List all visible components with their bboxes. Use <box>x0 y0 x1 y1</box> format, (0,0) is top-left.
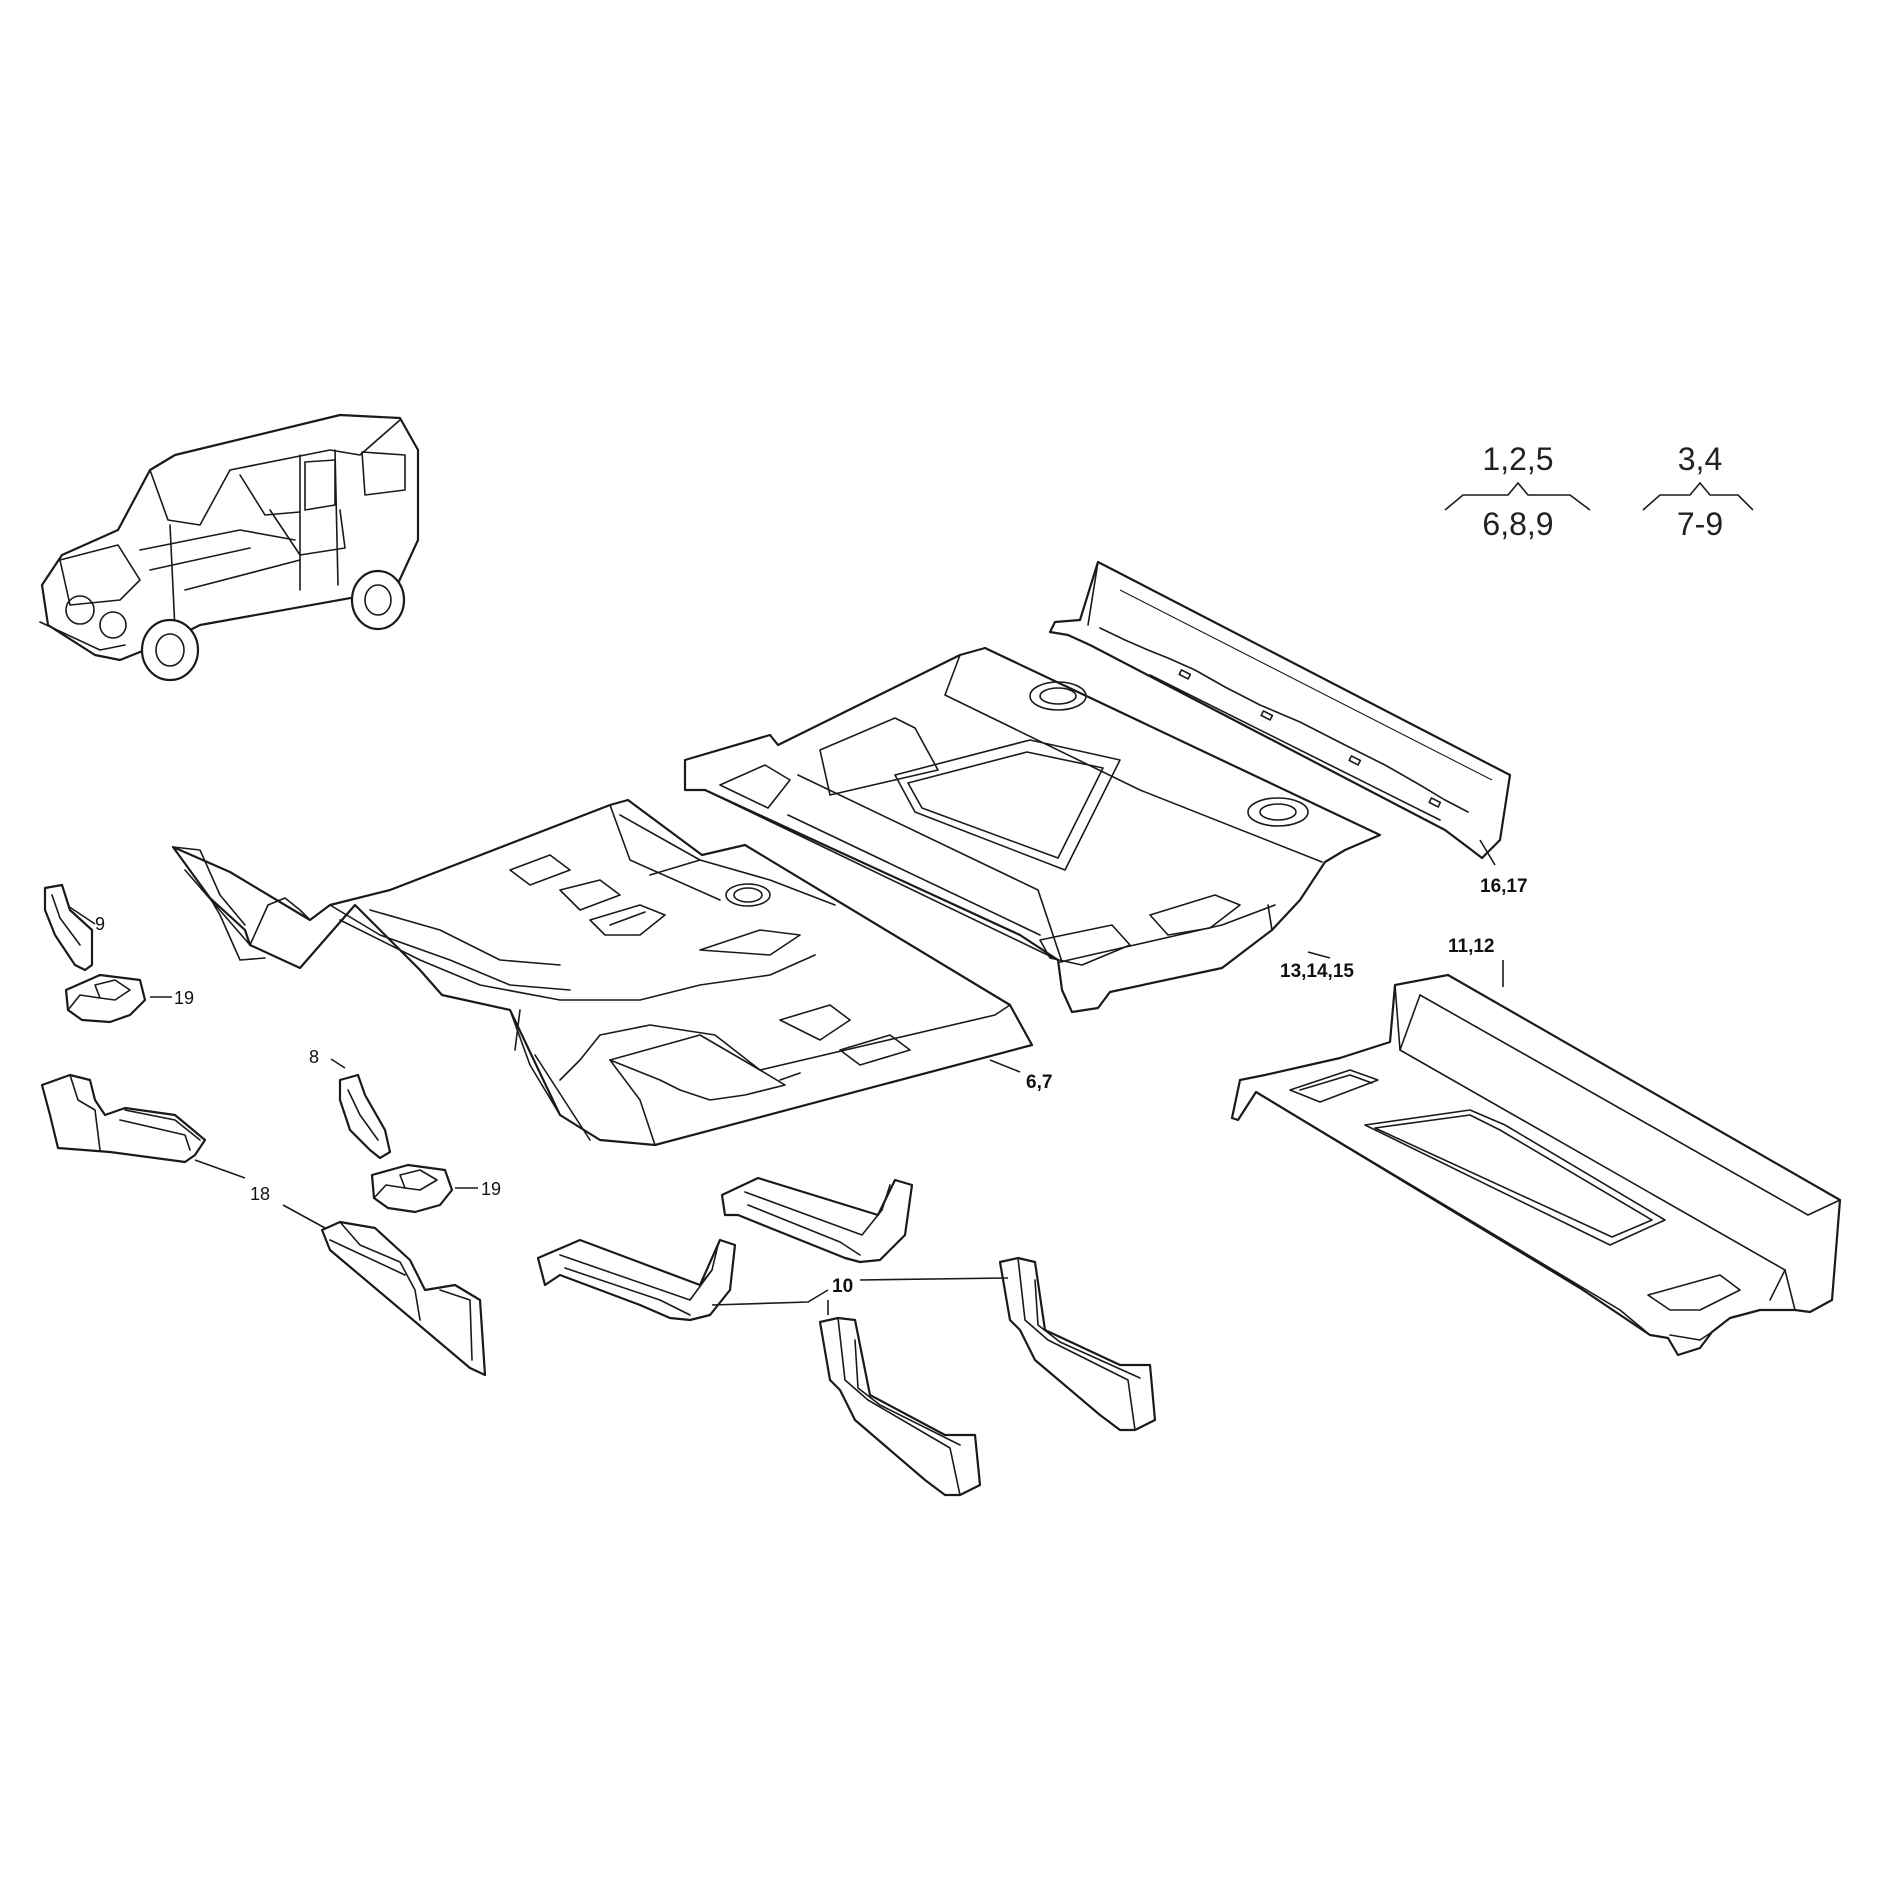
floor-bracket-part-18-lower <box>320 1220 487 1377</box>
callout-13-14-15: 13,14,15 <box>1280 961 1354 982</box>
callout-10: 10 <box>832 1276 853 1297</box>
rear-floor-pan <box>683 646 1382 1014</box>
callout-6-7: 6,7 <box>1026 1072 1052 1093</box>
bracket-part-9 <box>43 883 94 972</box>
leader-lines <box>67 839 1504 1315</box>
bracket-part-8 <box>338 1073 392 1160</box>
mount-cup-part-19-b <box>370 1163 454 1214</box>
floor-support-part-10-c <box>818 1316 982 1497</box>
variant-b-bottom: 7-9 <box>1677 506 1723 542</box>
callout-9: 9 <box>95 914 105 934</box>
variant-b-top: 3,4 <box>1678 441 1722 477</box>
variant-notation-b: 3,4 7-9 <box>1642 441 1754 542</box>
floor-support-part-10-d <box>998 1256 1157 1432</box>
front-floor-pan <box>171 798 1034 1147</box>
side-floor-pan <box>1230 973 1842 1357</box>
mount-cup-part-19-a <box>64 973 147 1024</box>
callout-8: 8 <box>309 1047 319 1067</box>
variant-a-bottom: 6,8,9 <box>1482 506 1553 542</box>
rear-cross-panel <box>1048 560 1512 860</box>
floor-support-part-10-b <box>720 1176 914 1264</box>
callout-11-12: 11,12 <box>1448 936 1495 957</box>
callout-labels: 9 19 8 19 18 10 6,7 13,14,15 16,17 11,12 <box>95 876 1528 1297</box>
variant-notation-a: 1,2,5 6,8,9 <box>1444 441 1591 542</box>
vehicle-locator-thumbnail <box>39 413 420 682</box>
floor-support-part-10-a <box>536 1238 737 1322</box>
callout-18: 18 <box>250 1184 270 1204</box>
floor-bracket-part-18-upper <box>40 1073 207 1164</box>
callout-16-17: 16,17 <box>1480 876 1528 897</box>
callout-19-b: 19 <box>481 1179 501 1199</box>
callout-19-a: 19 <box>174 988 194 1008</box>
variant-a-top: 1,2,5 <box>1482 441 1553 477</box>
